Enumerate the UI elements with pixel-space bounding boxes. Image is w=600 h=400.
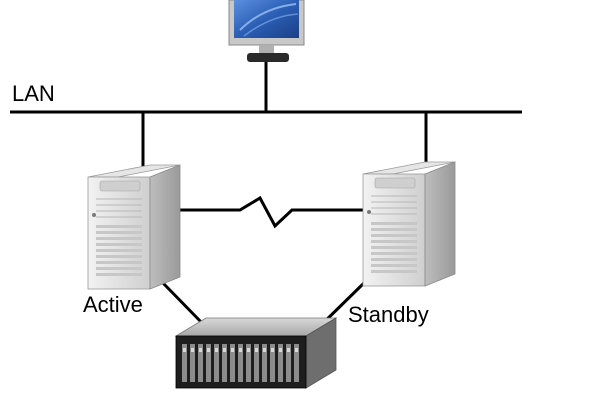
lan-label: LAN xyxy=(12,81,55,106)
standby-server-label: Standby xyxy=(348,302,429,327)
monitor-icon xyxy=(228,0,305,62)
lan-bus xyxy=(10,62,522,170)
heartbeat-link xyxy=(178,195,364,229)
disk-array-icon xyxy=(174,317,338,389)
active-storage-link xyxy=(160,280,207,328)
active-server-label: Active xyxy=(83,292,143,317)
server-tower-icon xyxy=(362,161,456,287)
server-tower-icon xyxy=(87,164,181,290)
